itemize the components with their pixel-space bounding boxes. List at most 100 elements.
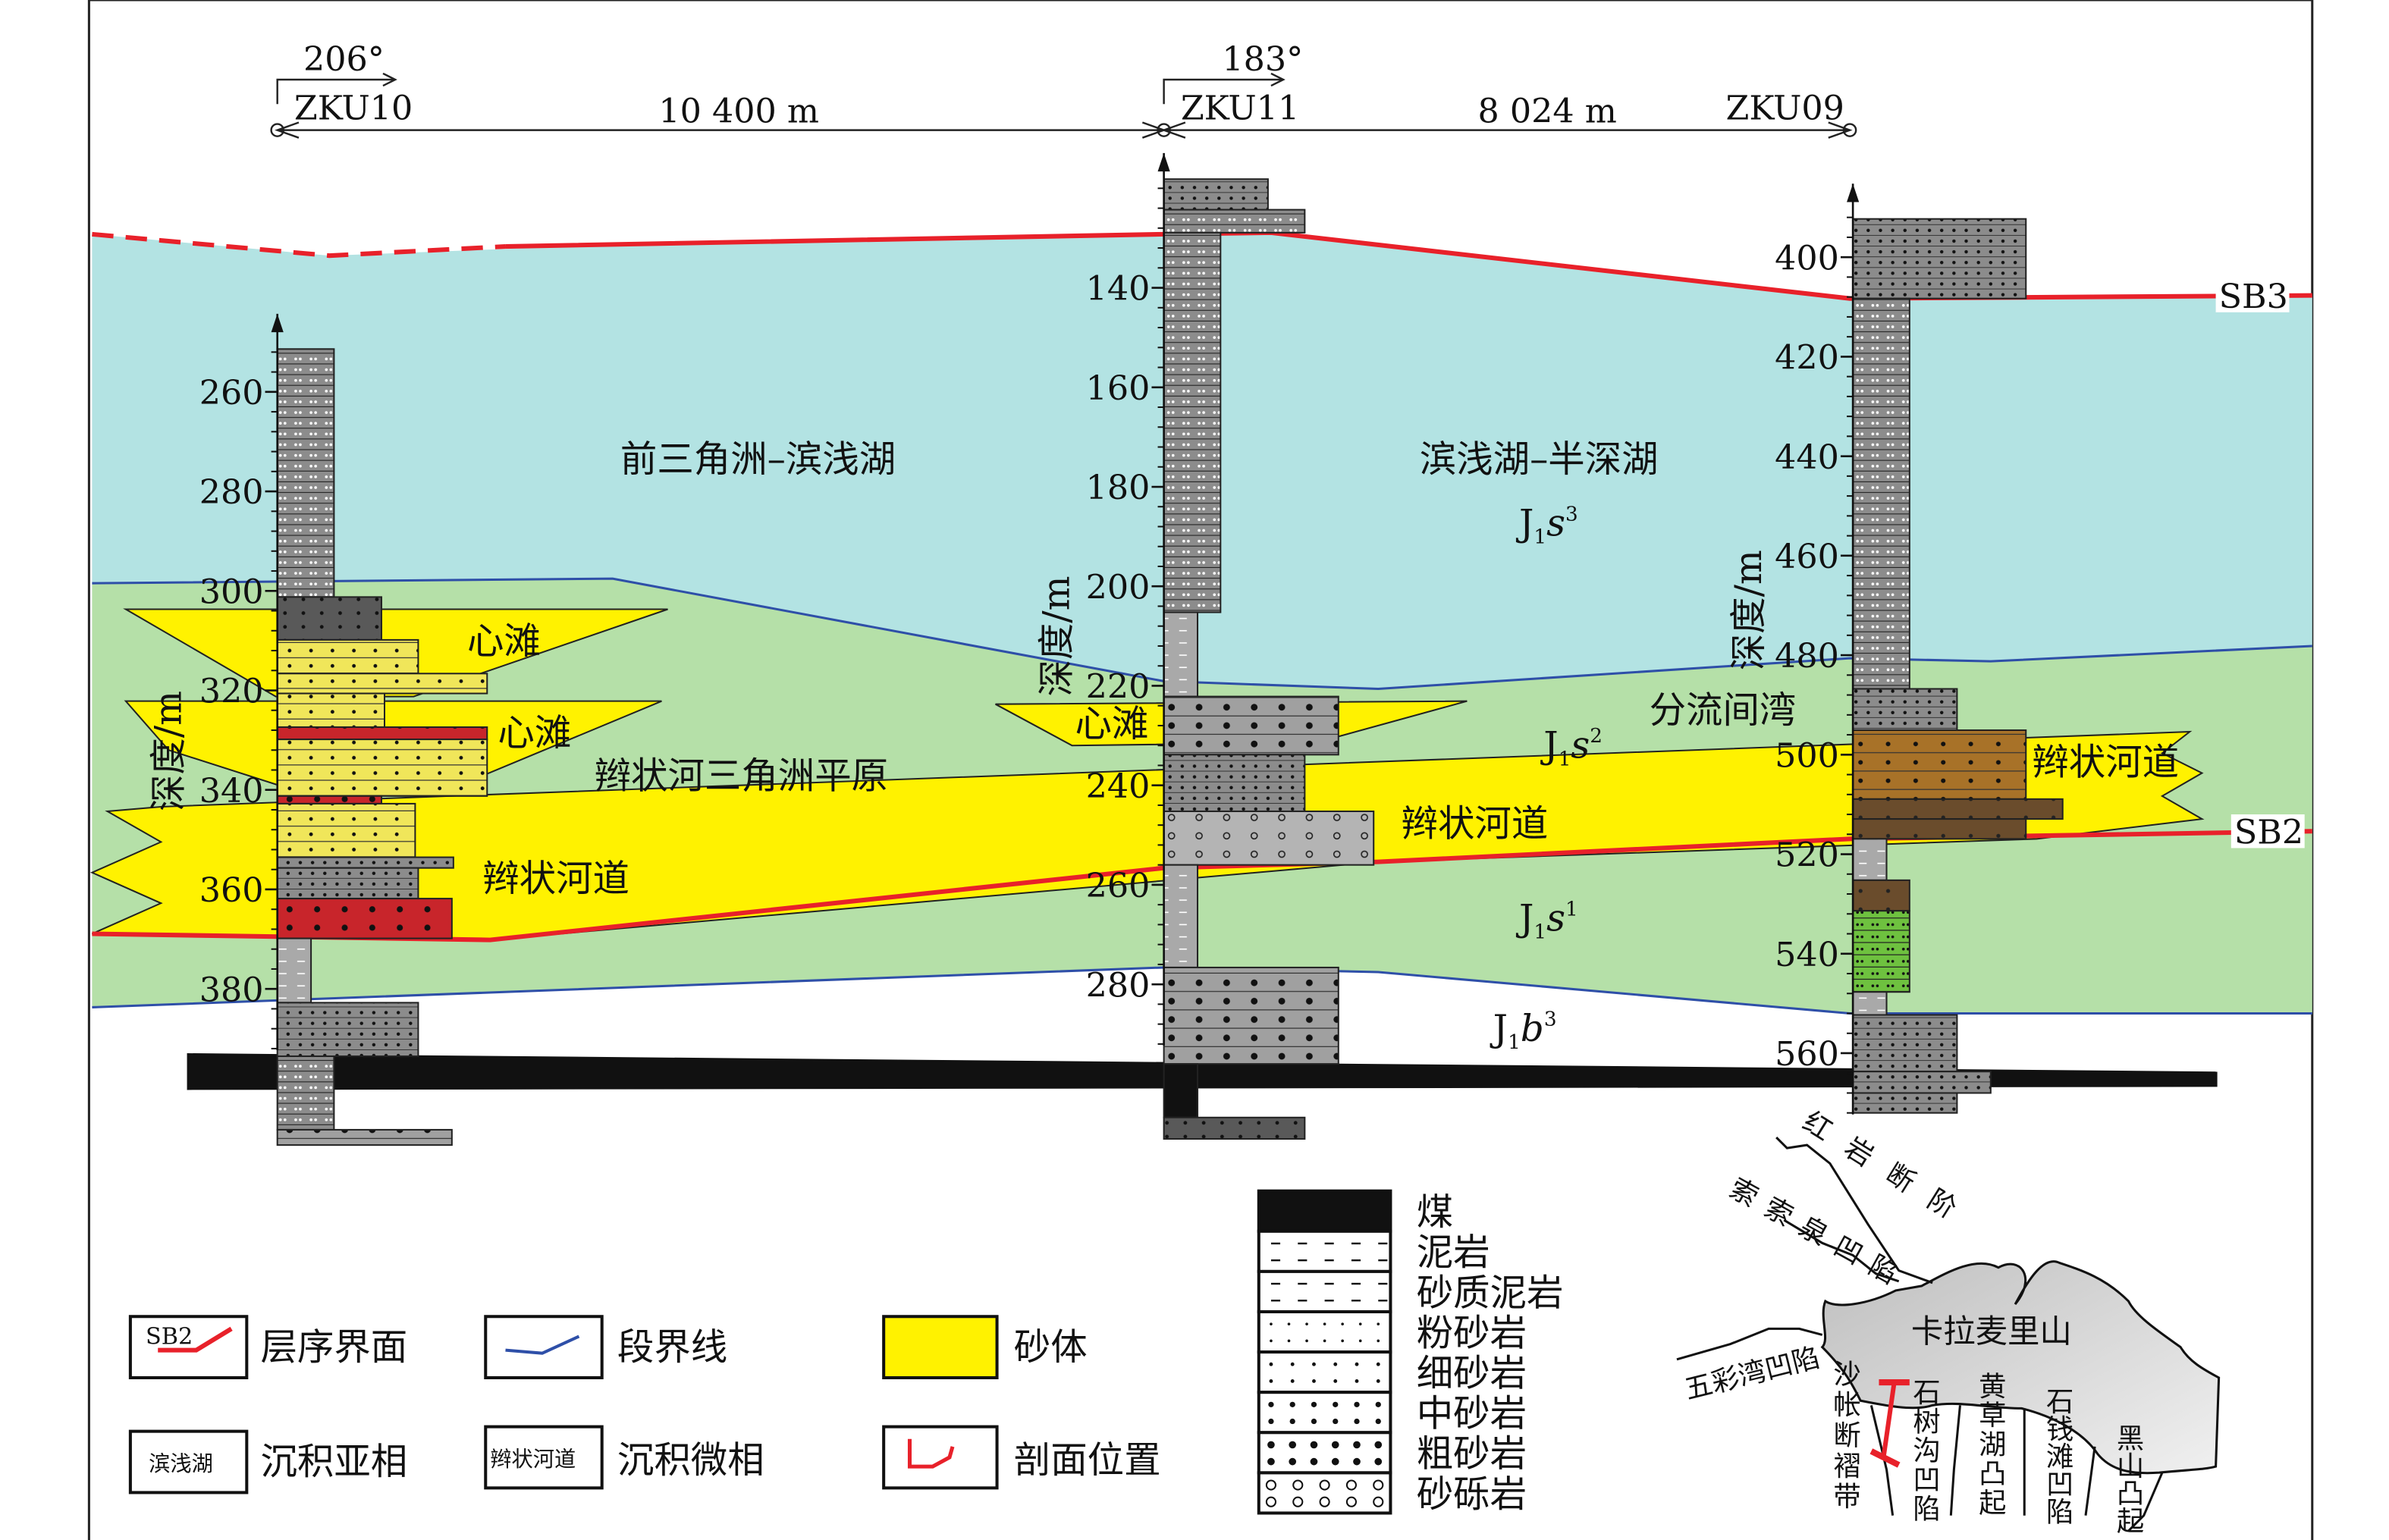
depth-tick-label: 540 bbox=[1775, 936, 1839, 974]
lithology-bed bbox=[276, 673, 488, 695]
lithology-bed bbox=[276, 739, 488, 797]
depth-tick-label: 560 bbox=[1775, 1035, 1839, 1074]
sb2-label: SB2 bbox=[2234, 813, 2303, 852]
lithology-bed bbox=[1852, 991, 1888, 1016]
lithology-legend-label: 砂质泥岩 bbox=[1417, 1272, 1564, 1314]
lithology-bed bbox=[1163, 178, 1269, 211]
lithology-bed bbox=[1852, 688, 1958, 732]
lithology-swatch bbox=[1257, 1269, 1392, 1314]
lithology-legend-label: 细砂岩 bbox=[1417, 1352, 1527, 1394]
depth-tick-label: 240 bbox=[1086, 767, 1151, 806]
depth-tick-label: 260 bbox=[199, 374, 264, 412]
label-channel-2: 辫状河道 bbox=[1402, 802, 1549, 845]
lithology-bed bbox=[276, 1128, 453, 1146]
depth-tick-label: 340 bbox=[199, 772, 264, 811]
well-column-zku09 bbox=[1852, 218, 2064, 1114]
depth-axis-title-zku10: 深度/m bbox=[147, 691, 190, 811]
lithology-swatch bbox=[1257, 1431, 1392, 1475]
lithology-bed bbox=[276, 937, 312, 1004]
strata-j1s1: J1s1 bbox=[1515, 897, 1578, 943]
section-location-end bbox=[1869, 1448, 1901, 1468]
legend-member-boundary: 段界线 bbox=[617, 1326, 727, 1369]
depth-tick-label: 300 bbox=[199, 572, 264, 611]
lithology-bed bbox=[276, 692, 386, 728]
sb3-boundary-dashed bbox=[92, 231, 506, 259]
lithology-bed bbox=[276, 795, 382, 805]
map-label-heishan: 黑山凸起 bbox=[2112, 1424, 2145, 1534]
lithology-bed bbox=[1163, 231, 1222, 613]
lithology-bed bbox=[1163, 754, 1306, 813]
depth-tick-label: 160 bbox=[1086, 369, 1151, 408]
depth-tick-label: 360 bbox=[199, 871, 264, 910]
lithology-bed bbox=[1163, 1116, 1306, 1140]
lithology-bed bbox=[1852, 218, 2027, 300]
well-column-zku11 bbox=[1163, 178, 1375, 1140]
lithology-bed bbox=[1852, 1014, 1958, 1073]
lithology-bed bbox=[1852, 818, 2027, 840]
azimuth-zku10: 206° bbox=[303, 40, 385, 79]
lithology-bed bbox=[1163, 1063, 1199, 1118]
legend-microfacies-symbol-text: 辫状河道 bbox=[490, 1447, 576, 1472]
lithology-bed bbox=[1163, 695, 1339, 756]
legend-section-location: 剖面位置 bbox=[1014, 1439, 1161, 1482]
member-boundary-upper bbox=[92, 577, 2312, 691]
lithology-bed bbox=[276, 348, 335, 598]
strata-j1s3: J1s3 bbox=[1515, 503, 1578, 549]
map-label-karamaili: 卡拉麦里山 bbox=[1911, 1313, 2072, 1350]
well-header bbox=[270, 72, 1857, 139]
karamaili-mountain-shape bbox=[1820, 1260, 2221, 1475]
depth-tick-label: 320 bbox=[199, 673, 264, 711]
distance-2: 8 024 m bbox=[1477, 93, 1616, 131]
well-name-zku09: ZKU09 bbox=[1726, 89, 1844, 127]
sb2-label-bg bbox=[2230, 814, 2305, 848]
depth-tick-label: 180 bbox=[1086, 469, 1151, 507]
depth-tick-label: 520 bbox=[1775, 836, 1839, 875]
depth-axis-title-zku11: 深度/m bbox=[1035, 576, 1078, 696]
sb3-label-bg bbox=[2215, 278, 2290, 312]
lithology-bed bbox=[276, 726, 488, 741]
well-name-zku11: ZKU11 bbox=[1181, 89, 1299, 127]
depth-tick-label: 460 bbox=[1775, 538, 1839, 576]
depth-tick-label: 380 bbox=[199, 971, 264, 1009]
depth-tick-label: 280 bbox=[1086, 966, 1151, 1005]
section-location-line bbox=[1881, 1382, 1897, 1458]
lithology-legend-label: 煤 bbox=[1417, 1191, 1453, 1234]
lithology-bed bbox=[1852, 1071, 1992, 1094]
lithology-bed bbox=[276, 802, 416, 858]
facies-label-lake: 滨浅湖–半深湖 bbox=[1420, 438, 1659, 481]
depth-tick-label: 500 bbox=[1775, 736, 1839, 775]
label-bar-3: 心滩 bbox=[1075, 703, 1149, 745]
label-channel-1: 辫状河道 bbox=[482, 858, 629, 900]
depth-tick-label: 220 bbox=[1086, 668, 1151, 707]
distance-1: 10 400 m bbox=[658, 93, 819, 131]
map-label-shishugou: 石树沟凹陷 bbox=[1909, 1378, 1942, 1523]
azimuth-zku11: 183° bbox=[1222, 40, 1303, 79]
lithology-swatch bbox=[1257, 1350, 1392, 1394]
location-map bbox=[1676, 1136, 2221, 1532]
lithology-swatch bbox=[1257, 1391, 1392, 1435]
lithology-bed bbox=[276, 1002, 419, 1058]
legend-sb2-symbol-text: SB2 bbox=[146, 1324, 193, 1350]
depth-tick-label: 200 bbox=[1086, 568, 1151, 607]
lithology-bed bbox=[276, 596, 382, 641]
lithology-bed bbox=[276, 1055, 335, 1131]
legend-sequence-boundary: 层序界面 bbox=[260, 1326, 407, 1369]
lithology-bed bbox=[1163, 611, 1199, 698]
depth-tick-label: 440 bbox=[1775, 438, 1839, 477]
lithology-bed bbox=[1163, 811, 1375, 866]
lithology-legend-label: 粉砂岩 bbox=[1417, 1312, 1527, 1354]
lithology-bed bbox=[276, 856, 454, 869]
depth-tick-label: 420 bbox=[1775, 339, 1839, 378]
coal-bed bbox=[187, 1052, 2218, 1090]
lithology-bed bbox=[1852, 798, 2064, 820]
legend-microfacies: 沉积微相 bbox=[617, 1439, 764, 1482]
label-bar-1: 心滩 bbox=[467, 620, 541, 663]
map-label-huangcaohu: 黄草湖凸起 bbox=[1974, 1372, 2007, 1517]
legend: SB2 层序界面 段界线 砂体 滨浅湖 沉积亚相 辫状河道 沉积微相 剖面位置 bbox=[128, 1315, 1161, 1495]
well-name-zku10: ZKU10 bbox=[294, 89, 413, 127]
lithology-bed bbox=[1163, 864, 1199, 968]
